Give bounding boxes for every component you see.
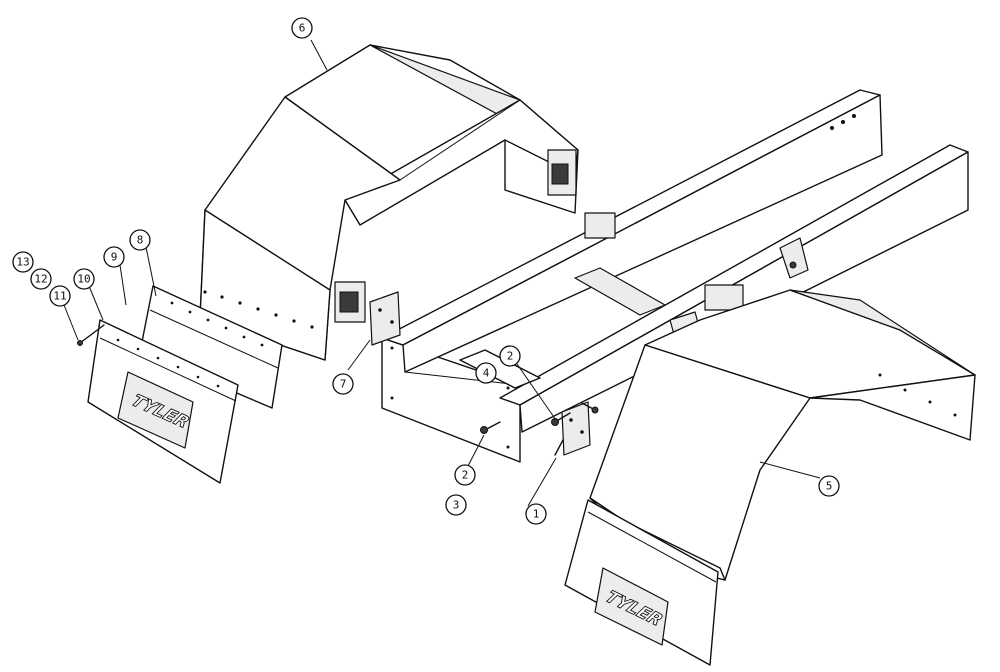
callout-10: 10 [73,268,95,290]
svg-text:1: 1 [533,508,540,521]
callout-6: 6 [291,17,313,39]
mudflap-left-icon: TYLER [77,285,283,484]
svg-text:8: 8 [137,234,144,247]
callout-2b: 2 [454,464,476,486]
callout-12: 12 [30,268,52,290]
svg-text:6: 6 [299,22,306,35]
callout-13: 13 [12,251,34,273]
callout-11: 11 [49,285,71,307]
svg-text:12: 12 [34,273,47,286]
callout-2a: 2 [499,345,521,367]
svg-text:2: 2 [507,350,514,363]
svg-text:13: 13 [16,256,29,269]
fender-left-icon [199,44,579,361]
frame-rail-icon [381,89,969,463]
svg-text:7: 7 [340,378,347,391]
svg-text:5: 5 [826,480,833,493]
svg-text:10: 10 [77,273,90,286]
mudflap-right-icon: TYLER [564,499,719,666]
bolt-icon [480,402,599,456]
leader-lines [61,39,821,507]
svg-text:2: 2 [462,469,469,482]
svg-text:9: 9 [111,251,118,264]
callout-5: 5 [818,475,840,497]
svg-text:3: 3 [453,499,460,512]
callout-9: 9 [103,246,125,268]
svg-text:11: 11 [53,290,66,303]
callout-7: 7 [332,373,354,395]
callout-8: 8 [129,229,151,251]
callout-3: 3 [445,494,467,516]
bracket-icon [369,291,591,456]
svg-text:4: 4 [483,367,490,380]
callout-4: 4 [475,362,497,384]
callout-1: 1 [525,503,547,525]
